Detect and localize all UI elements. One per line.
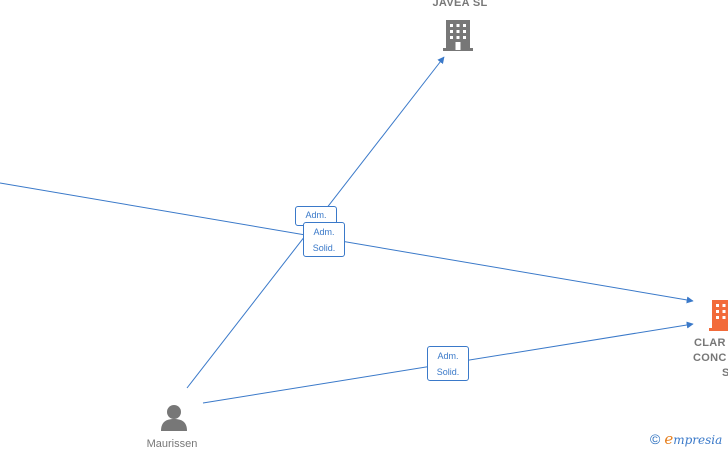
edge-label-adm-solid[interactable]: Adm. Solid. [303, 222, 345, 257]
node-label-clar[interactable]: CLAR CONC S [684, 336, 728, 381]
node-label-clar-line-1: CLAR [694, 337, 726, 349]
brand-logo[interactable]: ©empresia [650, 430, 722, 448]
node-label-javea[interactable]: JAVEA SL [432, 0, 488, 9]
building-icon[interactable] [443, 20, 473, 51]
person-icon[interactable] [161, 405, 187, 431]
node-label-clar-line-3: S [722, 367, 728, 379]
copyright-icon: © [650, 431, 661, 447]
edge-label-line: Solid. [312, 243, 336, 253]
edge-line-left-to-clar [0, 182, 694, 304]
edge-label-line: Adm. [305, 210, 327, 220]
brand-initial: e [664, 430, 674, 448]
edge-label-line: Adm. [437, 351, 459, 361]
edge-label-line: Solid. [436, 367, 460, 377]
brand-name: mpresia [673, 433, 723, 447]
edge-label-line: Adm. [313, 227, 335, 237]
node-label-clar-line-2: CONC [693, 352, 727, 364]
edge-label-adm-solid[interactable]: Adm. Solid. [427, 346, 469, 381]
node-label-person[interactable]: Maurissen [146, 438, 198, 450]
building-icon[interactable] [709, 300, 728, 331]
